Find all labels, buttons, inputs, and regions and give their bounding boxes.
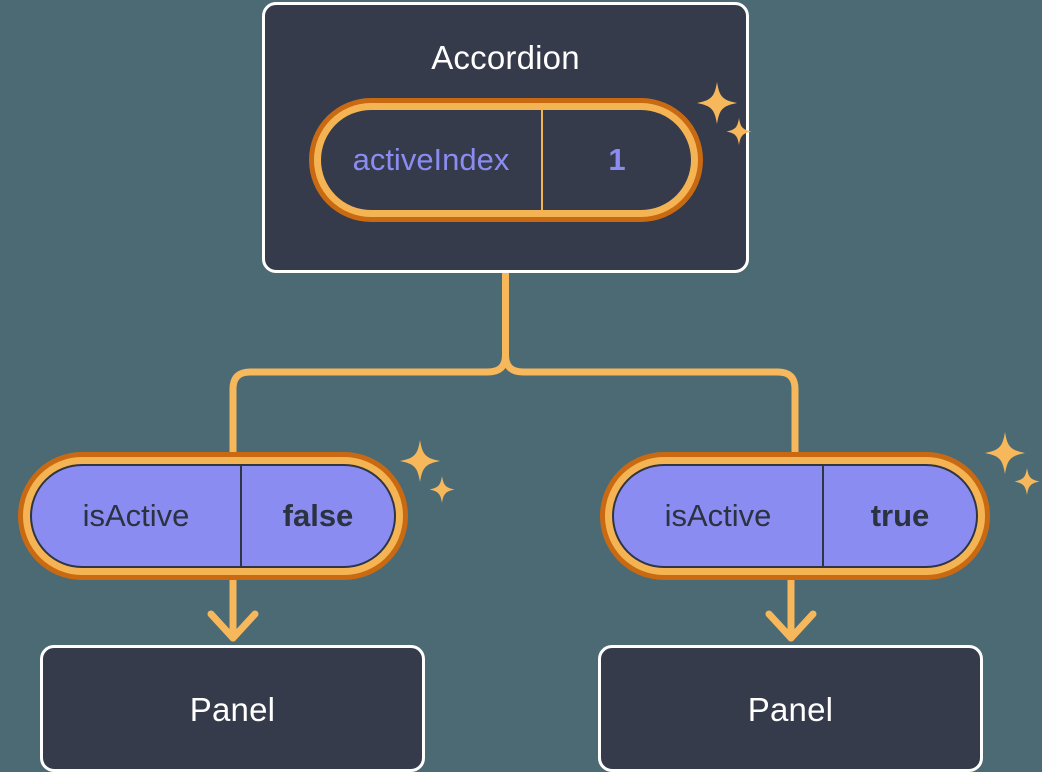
state-pill-isactive-left[interactable]: isActive false xyxy=(18,452,408,580)
pill-content: isActive true xyxy=(612,464,978,568)
sparkles-icon xyxy=(985,432,1040,495)
state-pill-activeindex[interactable]: activeIndex 1 xyxy=(309,98,703,222)
state-value-label: true xyxy=(870,498,930,533)
state-value-label: false xyxy=(282,498,354,533)
component-title-panel-right: Panel xyxy=(747,691,834,728)
component-title-accordion: Accordion xyxy=(431,39,580,76)
arrowhead-left xyxy=(207,610,259,642)
state-value-label: 1 xyxy=(608,142,626,177)
state-key-label: isActive xyxy=(614,466,824,566)
sparkle-star-small xyxy=(429,476,455,503)
branch-right xyxy=(502,351,799,456)
sparkle-star-large xyxy=(985,432,1025,474)
pill-ring-inner: activeIndex 1 xyxy=(314,103,698,217)
branch-left xyxy=(229,351,509,456)
component-card-panel-left[interactable]: Panel xyxy=(40,645,425,772)
state-pill-isactive-right[interactable]: isActive true xyxy=(600,452,990,580)
pill-ring-outer: isActive false xyxy=(18,452,408,580)
pill-ring-outer: isActive true xyxy=(600,452,990,580)
component-card-panel-right[interactable]: Panel xyxy=(598,645,983,772)
arrowhead-right xyxy=(765,610,817,642)
pill-ring-inner: isActive false xyxy=(23,457,403,575)
sparkle-star-small xyxy=(1014,468,1040,495)
pill-content: activeIndex 1 xyxy=(321,110,691,210)
state-key-label: isActive xyxy=(32,466,242,566)
pill-ring-inner: isActive true xyxy=(605,457,985,575)
pill-ring-outer: activeIndex 1 xyxy=(309,98,703,222)
state-key-label: activeIndex xyxy=(321,110,543,210)
pill-content: isActive false xyxy=(30,464,396,568)
component-title-panel-left: Panel xyxy=(189,691,276,728)
sparkle-star-large xyxy=(400,440,440,482)
